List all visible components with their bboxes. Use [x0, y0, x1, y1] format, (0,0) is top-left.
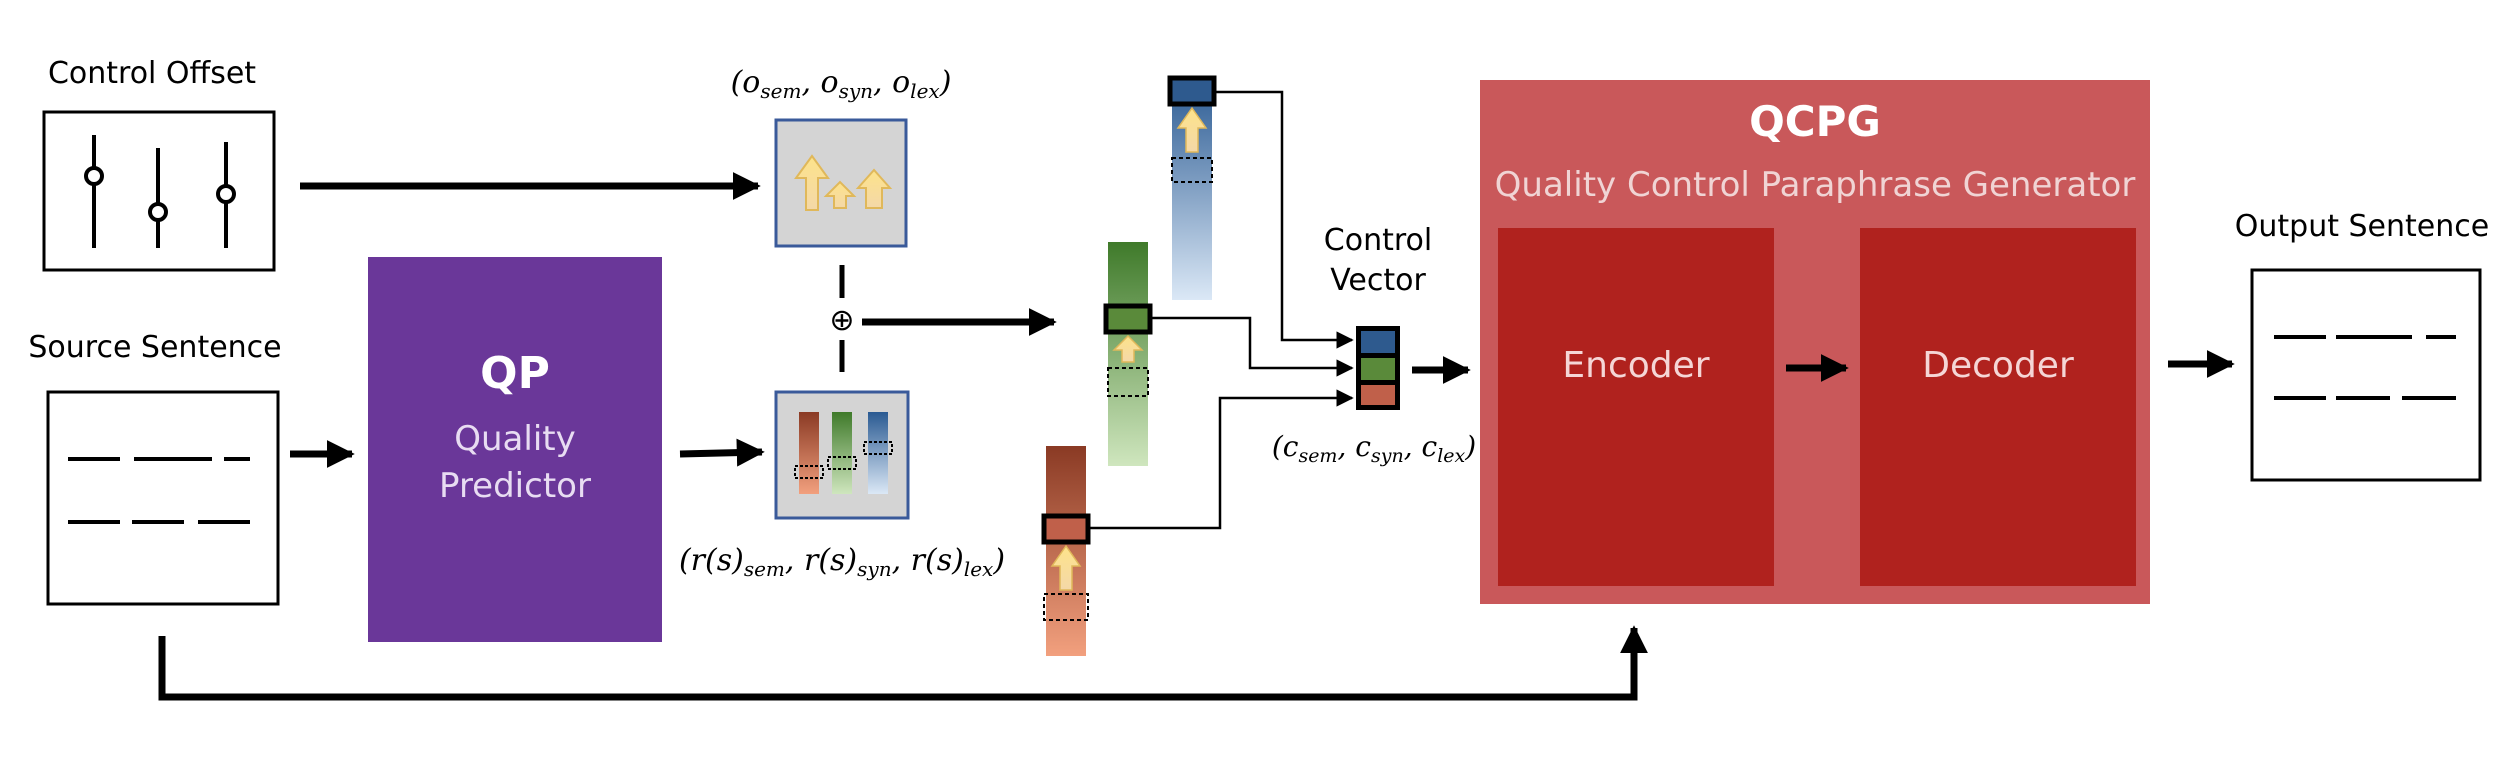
slider-knob-syn: [148, 202, 168, 222]
connector-sem: [1214, 90, 1354, 349]
encoder-block: [1498, 228, 1774, 586]
arrow-source-to-encoder: [158, 625, 1648, 701]
control-offset-label: Control Offset: [48, 56, 256, 91]
syn-control-bar: [1103, 242, 1153, 466]
sem-control-bar: [1167, 75, 1217, 300]
up-arrow-icon: [823, 180, 857, 209]
connector-syn: [1150, 316, 1354, 377]
encoder-label: Encoder: [1562, 345, 1709, 386]
prediction-vector-box: [774, 390, 910, 520]
source-sentence-label: Source Sentence: [28, 330, 281, 365]
up-arrow-icon: [794, 154, 830, 211]
pred-bar-lex: [799, 412, 819, 494]
offset-vector-box: [774, 118, 908, 248]
decoder-block: [1860, 228, 2136, 586]
connector-lex: [1088, 389, 1354, 530]
arrow-qp-to-prediction: [679, 438, 765, 467]
slider-knob-sem: [84, 166, 104, 186]
plus-operator-icon: ⊕: [829, 303, 854, 338]
qp-title: QP: [480, 348, 550, 399]
qp-subtitle-line2: Predictor: [439, 466, 591, 506]
pred-bar-syn: [832, 412, 852, 494]
output-sentence-box: [2250, 268, 2482, 482]
up-arrow-icon: [1176, 106, 1208, 153]
offset-vector-formula: (osem, osyn, olex): [731, 65, 952, 103]
control-vector-label-line2: Vector: [1330, 263, 1426, 298]
up-arrow-icon: [1112, 334, 1144, 363]
qp-subtitle-line1: Quality: [454, 419, 576, 459]
control-vector-label-line1: Control: [1324, 223, 1432, 258]
pred-bar-sem: [868, 412, 888, 494]
quality-predictor-block: [368, 257, 662, 642]
control-offset-sliders: [42, 110, 276, 272]
source-sentence-box: [46, 390, 280, 606]
slider-knob-lex: [216, 184, 236, 204]
output-sentence-label: Output Sentence: [2235, 209, 2489, 244]
qcpg-subtitle: Quality Control Paraphrase Generator: [1495, 165, 2136, 205]
qcpg-title: QCPG: [1749, 97, 1881, 146]
up-arrow-icon: [1050, 544, 1082, 591]
lex-control-bar: [1041, 446, 1091, 656]
up-arrow-icon: [855, 168, 893, 209]
decoder-label: Decoder: [1922, 345, 2074, 386]
control-vector: [1356, 326, 1400, 410]
prediction-vector-formula: (r(s)sem, r(s)syn, r(s)lex): [679, 543, 1005, 581]
control-vector-formula: (csem, csyn, clex): [1272, 430, 1476, 467]
